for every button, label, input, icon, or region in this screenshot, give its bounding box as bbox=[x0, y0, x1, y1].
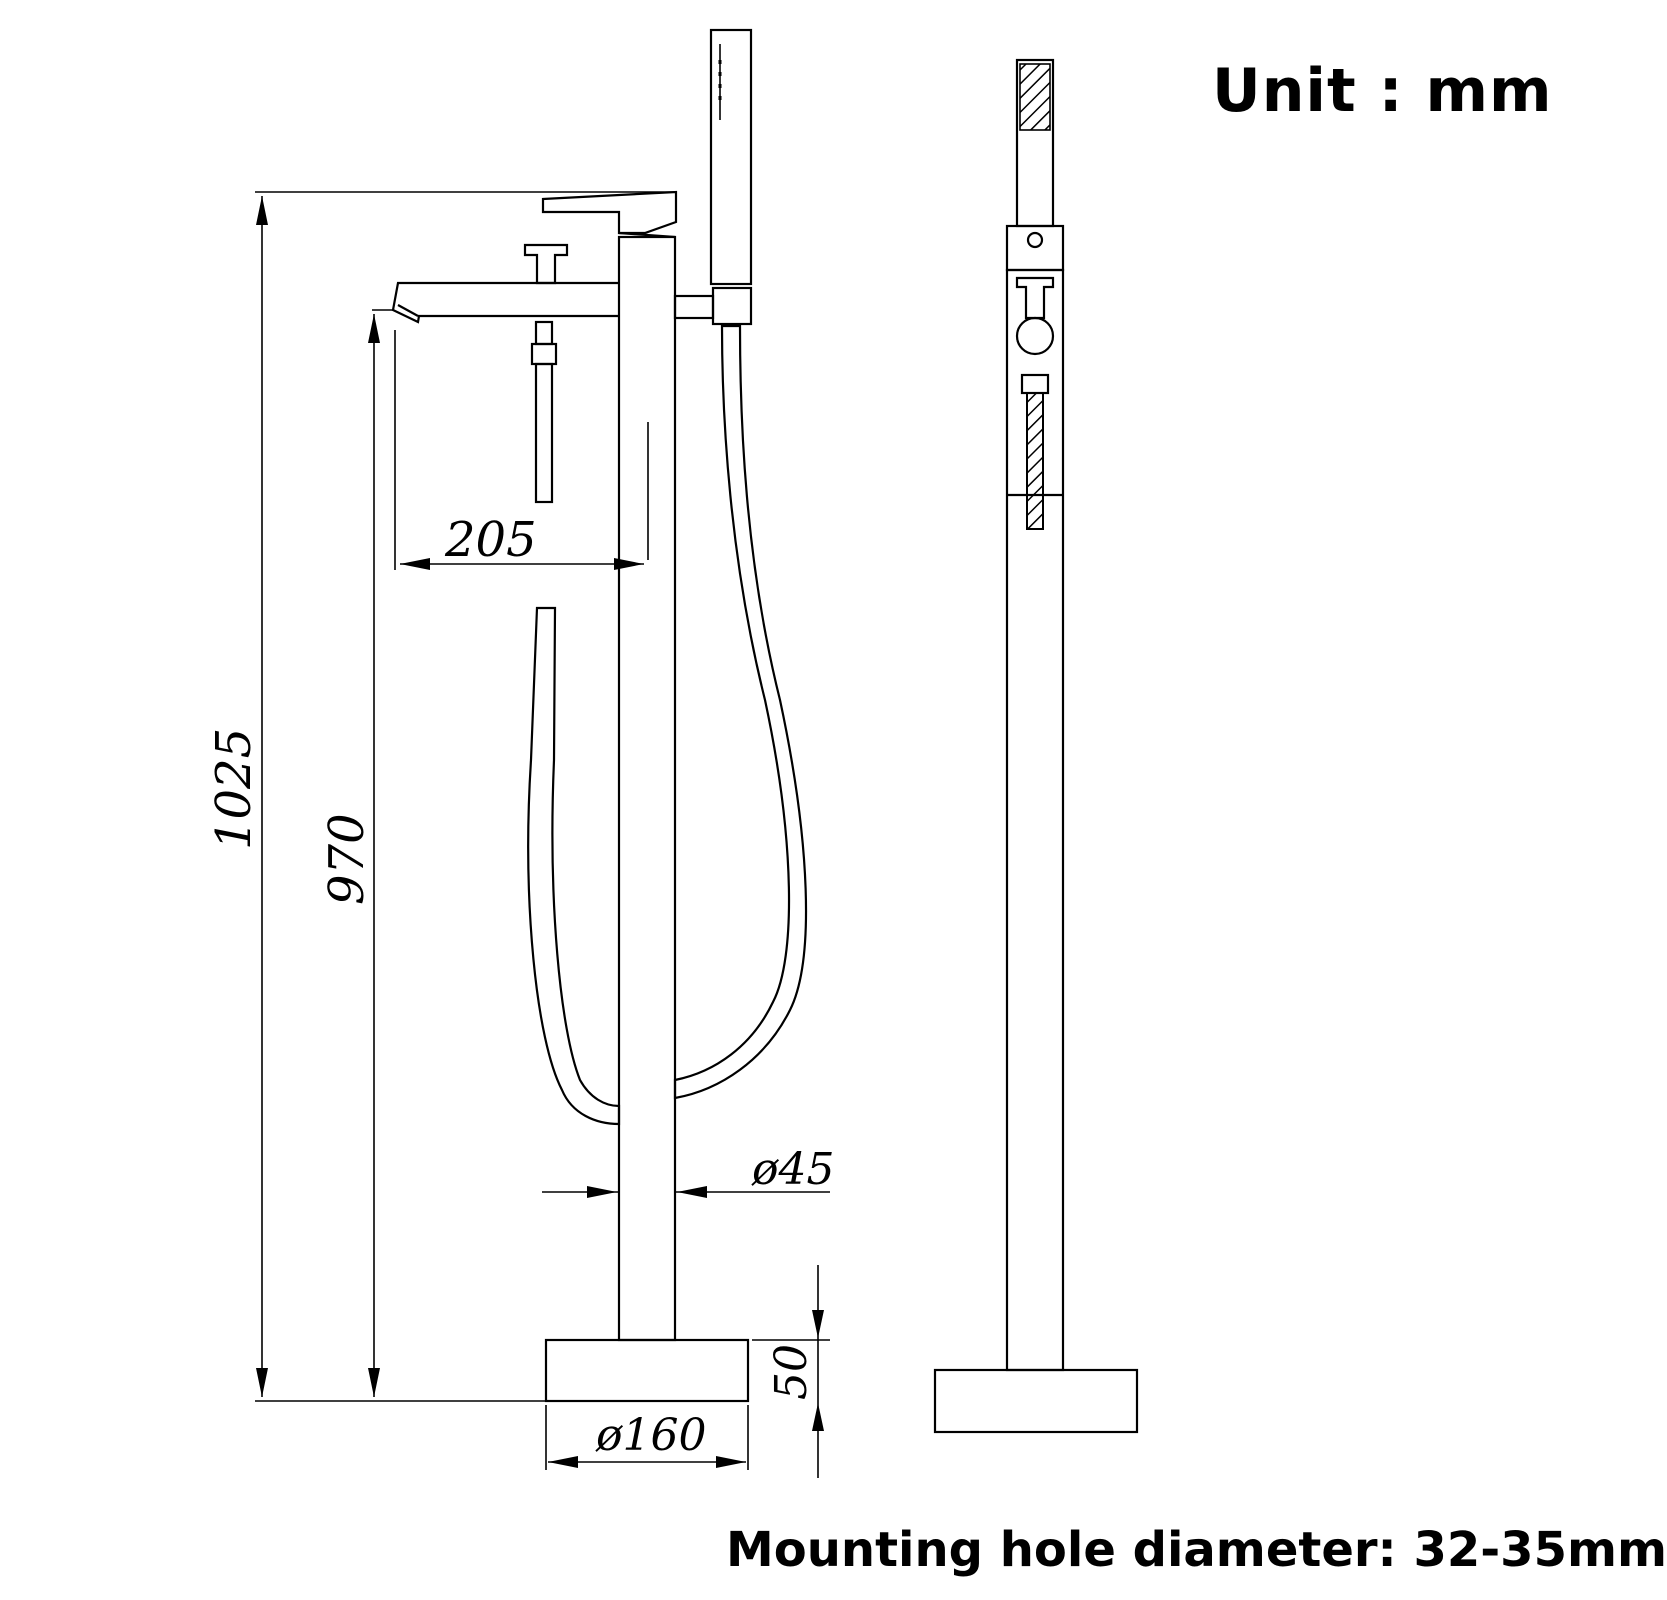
front-view bbox=[391, 28, 808, 1403]
side-drain-hose bbox=[1026, 392, 1044, 530]
side-base-plate bbox=[933, 1368, 1139, 1434]
side-shower-face bbox=[1019, 63, 1051, 131]
dim-spout-height: 970 bbox=[319, 813, 375, 905]
unit-label: Unit : mm bbox=[1212, 56, 1553, 126]
shower-holder bbox=[711, 286, 753, 326]
drain-rod bbox=[534, 320, 554, 346]
dimension-labels: 1025 970 205 ø45 50 ø160 bbox=[206, 512, 834, 1461]
dim-total-height: 1025 bbox=[206, 728, 262, 850]
dim-pipe-diameter: ø45 bbox=[751, 1144, 834, 1195]
side-valve-nut bbox=[1020, 373, 1050, 395]
side-valve-body bbox=[1015, 316, 1055, 356]
diverter-knob bbox=[523, 243, 569, 285]
drain-hose-upper bbox=[534, 362, 554, 504]
dim-base-diameter: ø160 bbox=[595, 1410, 706, 1461]
dim-base-height: 50 bbox=[766, 1344, 817, 1400]
holder-arm bbox=[673, 294, 715, 320]
spout-nut bbox=[530, 342, 558, 366]
side-diverter bbox=[1015, 276, 1055, 320]
shower-hose-right bbox=[673, 324, 808, 1100]
mixer-lever bbox=[541, 190, 678, 235]
hand-shower bbox=[709, 28, 753, 286]
riser-pipe bbox=[617, 235, 677, 1342]
dimension-lines bbox=[255, 191, 830, 1478]
spout bbox=[391, 281, 619, 324]
faucet-technical-drawing: 1025 970 205 ø45 50 ø160 bbox=[206, 28, 1139, 1478]
dim-spout-reach: 205 bbox=[444, 512, 537, 568]
mounting-hole-note: Mounting hole diameter: 32-35mm bbox=[726, 1522, 1667, 1578]
side-view bbox=[933, 58, 1139, 1434]
shower-hose-left bbox=[527, 606, 621, 1126]
base-plate bbox=[544, 1338, 750, 1403]
side-holder-pin bbox=[1026, 231, 1044, 249]
